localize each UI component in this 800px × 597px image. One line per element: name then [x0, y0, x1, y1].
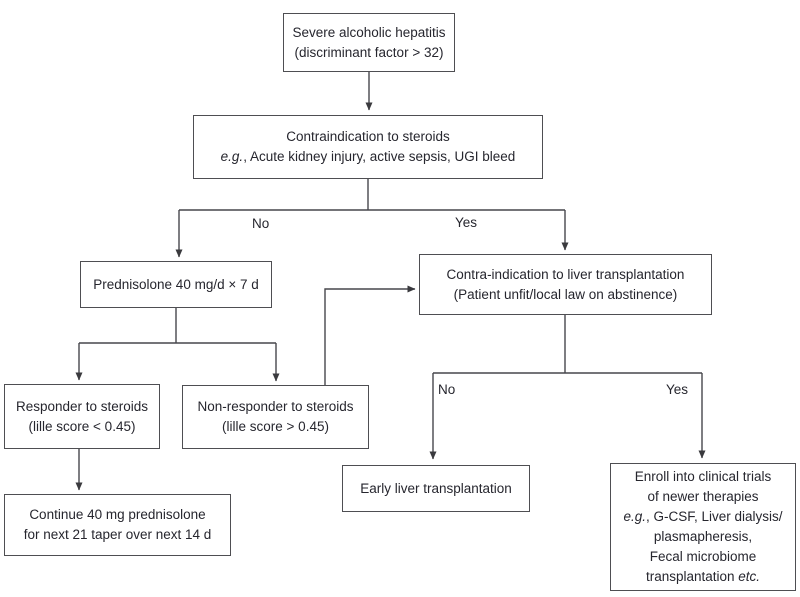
node-text: (lille score < 0.45)	[28, 418, 136, 434]
node-text: Continue 40 mg prednisolone	[29, 507, 206, 522]
node-continue-prednisolone: Continue 40 mg prednisolone for next 21 …	[4, 494, 231, 556]
node-text: Enroll into clinical trials	[634, 469, 772, 484]
node-early-transplant: Early liver transplantation	[342, 465, 530, 512]
etc-abbrev: etc.	[738, 569, 761, 584]
node-text: (discriminant factor > 32)	[294, 44, 444, 60]
branch-label-transplant-no: No	[438, 382, 456, 397]
node-text: Responder to steroids	[15, 398, 149, 414]
node-text: transplantation etc.	[646, 567, 760, 587]
node-severe-hepatitis: Severe alcoholic hepatitis (discriminant…	[283, 13, 455, 72]
examples-text: , Acute kidney injury, active sepsis, UG…	[243, 149, 516, 164]
branch-label-transplant-yes: Yes	[666, 382, 689, 397]
branch-label-steroid-no: No	[252, 216, 270, 231]
node-text: e.g., G-CSF, Liver dialysis/	[623, 507, 782, 527]
node-non-responder: Non-responder to steroids (lille score >…	[182, 385, 369, 449]
node-enroll-trials: Enroll into clinical trials of newer the…	[610, 463, 796, 591]
node-text: plasmapheresis,	[653, 529, 753, 544]
node-text: for next 21 taper over next 14 d	[23, 527, 212, 542]
node-text: e.g., Acute kidney injury, active sepsis…	[221, 147, 516, 167]
node-text: Early liver transplantation	[360, 480, 512, 496]
node-text: Fecal microbiome	[649, 549, 757, 564]
node-text: Non-responder to steroids	[197, 399, 354, 414]
node-text: Severe alcoholic hepatitis	[292, 24, 446, 40]
node-contraindication-transplant: Contra-indication to liver transplantati…	[419, 254, 712, 315]
therapies-text: , G-CSF, Liver dialysis/	[646, 509, 783, 524]
node-text: Contra-indication to liver transplantati…	[446, 266, 685, 282]
node-responder: Responder to steroids (lille score < 0.4…	[4, 384, 160, 449]
node-text: (lille score > 0.45)	[222, 419, 329, 434]
eg-abbrev: e.g.	[220, 149, 244, 164]
node-text: (Patient unfit/local law on abstinence)	[453, 286, 678, 302]
node-text: Contraindication to steroids	[286, 129, 450, 144]
branch-label-steroid-yes: Yes	[455, 215, 478, 230]
arrow-non-responder-to-transplant-contra	[324, 285, 416, 385]
node-text: of newer therapies	[647, 489, 759, 504]
node-text: Prednisolone 40 mg/d × 7 d	[93, 276, 259, 292]
node-contraindication-steroids: Contraindication to steroids e.g., Acute…	[193, 115, 543, 179]
transplantation-text: transplantation	[645, 569, 739, 584]
node-prednisolone: Prednisolone 40 mg/d × 7 d	[80, 261, 272, 308]
eg-abbrev: e.g.	[623, 509, 646, 524]
